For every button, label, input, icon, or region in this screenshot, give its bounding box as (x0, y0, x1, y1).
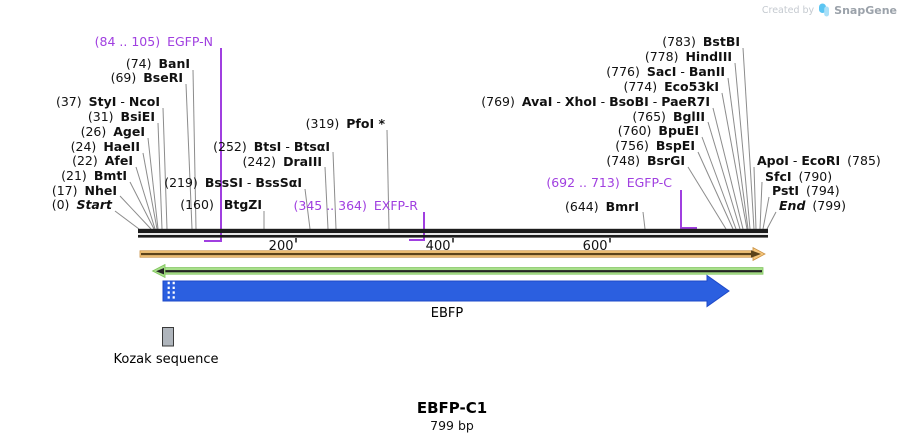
leader-line (192, 69, 197, 230)
leader-line (142, 152, 158, 230)
site-label-bsssi[interactable]: (219)BssSI - BssSαI (164, 175, 302, 190)
site-label-sfci[interactable]: SfcI(790) (765, 168, 833, 184)
site-label-styi[interactable]: (37)StyI - NcoI (55, 94, 160, 109)
map-length: 799 bp (430, 418, 474, 433)
leader-line (185, 83, 193, 230)
site-label-bstbi[interactable]: (783)BstBI (662, 34, 740, 49)
leader-line (687, 166, 727, 230)
site-label-bani[interactable]: (74)BanI (125, 56, 190, 71)
sequence-ruler (138, 228, 768, 234)
ruler-tick-label: 600 (582, 239, 608, 254)
site-label-bsiei[interactable]: (31)BsiEI (87, 109, 155, 124)
ruler-tick (295, 238, 297, 243)
leader-line (734, 62, 751, 230)
site-label-bspei[interactable]: (756)BspEI (615, 138, 695, 153)
leader-line (162, 107, 168, 230)
ruler-tick (609, 238, 611, 243)
site-label-pfoi[interactable]: (319)PfoI * (305, 116, 385, 131)
leader-line (721, 92, 748, 230)
site-label-nhei[interactable]: (17)NheI (51, 182, 117, 198)
ebfp-feature-arrow[interactable] (162, 274, 730, 308)
primer-bracket (409, 212, 425, 241)
leader-line (762, 196, 770, 230)
leader-line (119, 195, 152, 230)
site-label-bsrgi[interactable]: (748)BsrGI (606, 152, 685, 168)
site-label-saci[interactable]: (776)SacI - BanII (606, 64, 725, 79)
map-title: EBFP-C1 (416, 399, 488, 417)
orange-arrowhead-core (751, 250, 761, 258)
leader-line (332, 151, 337, 230)
site-label-avai[interactable]: (769)AvaI - XhoI - BsoBI - PaeR7I (481, 93, 710, 109)
leader-line (727, 77, 749, 230)
site-label-bmri[interactable]: (644)BmrI (565, 198, 639, 214)
kozak-sequence-label: Kozak sequence (113, 352, 219, 367)
site-label-draiii[interactable]: (242)DraIII (242, 153, 322, 169)
feature-arrow-green-stripe (158, 270, 762, 273)
site-label-agei[interactable]: (26)AgeI (80, 124, 145, 139)
leader-line (697, 151, 734, 230)
leader-line (766, 211, 777, 230)
primer-bracket (204, 48, 222, 242)
site-label-bseri[interactable]: (69)BseRI (110, 70, 183, 85)
leader-line (701, 136, 737, 230)
site-label-eco53ki[interactable]: (774)Eco53kI (623, 79, 719, 94)
leader-line (642, 211, 646, 230)
site-label-bglii[interactable]: (765)BglII (632, 108, 705, 124)
leader-line (304, 188, 311, 230)
site-label-psti[interactable]: PstI(794) (772, 183, 840, 198)
site-label-haeii[interactable]: (24)HaeII (70, 138, 140, 154)
feature-arrow-orange-stripe (141, 252, 751, 256)
leader-line (135, 166, 156, 230)
site-label-btsi[interactable]: (252)BtsI - BtsαI (213, 138, 330, 154)
site-label-hindiii[interactable]: (778)HindIII (644, 49, 732, 64)
site-label-end[interactable]: End(799) (779, 198, 847, 213)
ruler-tick (452, 238, 454, 243)
green-arrowhead-core (156, 268, 164, 275)
leader-line (157, 122, 163, 230)
leader-line (114, 210, 140, 230)
leader-line (324, 166, 329, 230)
snapgene-logo-icon (819, 3, 830, 17)
ebfp-feature-label: EBFP (430, 306, 464, 321)
leader-line (742, 47, 755, 230)
site-label-bmti[interactable]: (21)BmtI (61, 168, 127, 183)
leader-line (129, 181, 155, 230)
site-label-btgzi[interactable]: (160)BtgZI (180, 197, 262, 212)
leader-line (759, 181, 763, 230)
leader-line (147, 137, 159, 230)
ruler-tick-label: 200 (268, 239, 294, 254)
leader-line (707, 121, 741, 230)
snapgene-credit: Created by SnapGene (762, 3, 897, 17)
site-label-start[interactable]: (0)Start (51, 197, 112, 212)
kozak-marker[interactable] (162, 327, 174, 347)
leader-line (753, 166, 757, 230)
ruler-tick-label: 400 (425, 239, 451, 254)
leader-line (386, 129, 390, 230)
site-label-bpuei[interactable]: (760)BpuEI (617, 123, 699, 138)
site-label-egfp-c[interactable]: (692 .. 713)EGFP-C (546, 175, 672, 190)
site-label-afei[interactable]: (22)AfeI (72, 153, 133, 168)
snapgene-brand-text: SnapGene (834, 3, 897, 17)
created-by-text: Created by (761, 4, 815, 16)
primer-bracket (680, 190, 697, 229)
site-label-egfp-n[interactable]: (84 .. 105)EGFP-N (94, 34, 213, 49)
sequence-ruler (138, 234, 768, 238)
leader-line (712, 107, 744, 230)
site-label-exfp-r[interactable]: (345 .. 364)EXFP-R (293, 197, 419, 213)
site-label-apoi[interactable]: ApoI - EcoRI(785) (757, 153, 881, 168)
